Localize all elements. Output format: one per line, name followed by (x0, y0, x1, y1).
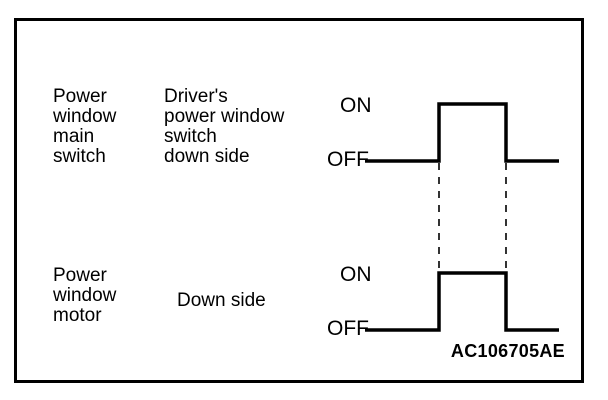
row2-state-off-label: OFF (327, 317, 369, 340)
diagram-frame: Power window main switch Driver's power … (14, 18, 584, 383)
row2-state-on-label: ON (340, 263, 372, 286)
row1-component-label: Power window main switch (53, 86, 117, 167)
row1-signal-label: Driver's power window switch down side (164, 86, 285, 167)
row1-state-off-label: OFF (327, 148, 369, 171)
waveform-graphics (365, 102, 559, 332)
row1-state-on-label: ON (340, 94, 372, 117)
waveform-motor (365, 271, 559, 332)
waveform-switch (365, 102, 559, 163)
row2-component-label: Power window motor (53, 265, 117, 326)
figure-code: AC106705AE (450, 341, 565, 361)
row2-signal-label: Down side (177, 290, 266, 311)
